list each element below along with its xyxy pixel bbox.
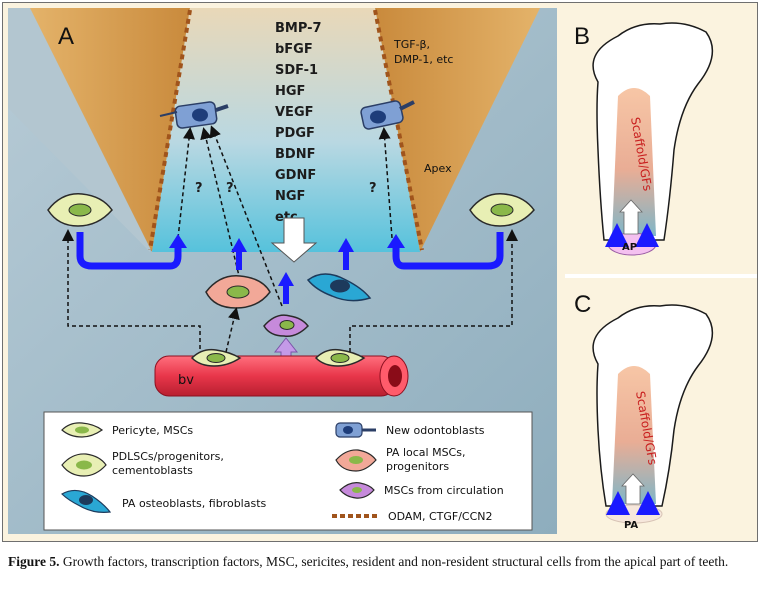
down-arrow-icon [270, 217, 318, 263]
tgf-label-line2: DMP-1, etc [394, 53, 453, 66]
panel-b: B Scaffold/GFs AP [567, 10, 755, 274]
caption-label: Figure 5. [8, 554, 60, 569]
gf-item: GDNF [275, 168, 316, 183]
legend-pericyte-icon [61, 422, 104, 438]
blue-arrowhead [169, 234, 187, 248]
legend-pdlsc-line1: PDLSCs/progenitors, [112, 450, 224, 463]
legend-osteoblast-icon [61, 489, 112, 513]
panel-a-letter: A [58, 23, 74, 50]
odam-border-right [373, 9, 424, 251]
question-mark: ? [369, 181, 377, 196]
blue-up-arrows [231, 238, 354, 304]
gf-item: BDNF [275, 147, 315, 162]
ap-label: AP [622, 242, 637, 253]
legend-pericyte-label: Pericyte, MSCs [112, 424, 193, 437]
question-mark: ? [226, 181, 234, 196]
growth-factor-list: BMP-7 bFGF SDF-1 HGF VEGF PDGF BDNF GDNF… [275, 21, 322, 225]
legend-pdlsc-line2: cementoblasts [112, 464, 193, 477]
dashed-connector-right [349, 229, 518, 352]
pericyte-cell [190, 348, 242, 367]
blue-arrow-right [392, 232, 504, 270]
scaffold-c [612, 366, 656, 504]
right-dentin-wall [375, 8, 540, 252]
legend-odam-label: ODAM, CTGF/CCN2 [388, 510, 493, 523]
legend-odontoblast-label: New odontoblasts [386, 424, 485, 437]
panel-a: A BMP-7 bFGF SDF-1 HGF VEGF PDGF BDNF GD… [8, 8, 557, 534]
odontoblast-right [360, 100, 415, 130]
caption-text: Growth factors, transcription factors, M… [59, 554, 729, 569]
pdlsc-cell-right [469, 193, 535, 227]
scaffold-b [612, 88, 656, 236]
odontoblast-left [159, 101, 229, 129]
legend-pdlsc-icon [61, 453, 107, 477]
panel-c-letter: C [574, 291, 591, 318]
legend-box [43, 411, 533, 531]
dashed-connector-left [62, 229, 201, 356]
dashed-arrow [209, 125, 283, 307]
pa-label: PA [624, 520, 638, 531]
tgf-label-line1: TGF-β, [393, 38, 430, 51]
legend-odontoblast-icon [335, 422, 376, 438]
left-dentin-wall [30, 8, 190, 252]
gf-item: VEGF [275, 105, 314, 120]
panel-b-letter: B [574, 23, 590, 50]
legend-pa-local-line2: progenitors [386, 460, 449, 473]
figure-caption: Figure 5. Growth factors, transcription … [8, 553, 754, 571]
legend-circulating-icon [339, 482, 375, 499]
pdlsc-cell-left [47, 193, 113, 227]
pericyte-cell [314, 348, 366, 367]
dashed-connector [225, 307, 240, 353]
legend-circulation-label: MSCs from circulation [384, 484, 504, 497]
panel-c: C Scaffold/GFs PA [565, 274, 757, 534]
question-mark: ? [195, 181, 203, 196]
blood-vessel: bv [154, 355, 409, 397]
apex-label: Apex [424, 162, 452, 175]
gf-item: HGF [275, 84, 305, 99]
blue-arrow-left [76, 232, 182, 270]
legend-osteoblast-label: PA osteoblasts, fibroblasts [122, 497, 267, 510]
legend: Pericyte, MSCs PDLSCs/progenitors, cemen… [43, 411, 533, 531]
dashed-arrow [200, 127, 241, 281]
gf-item: SDF-1 [275, 63, 318, 78]
pa-local-msc-cell [205, 275, 271, 309]
legend-pa-local-icon [335, 449, 377, 472]
blue-arrowhead [387, 234, 405, 248]
legend-pa-local-line1: PA local MSCs, [386, 446, 465, 459]
bv-label: bv [178, 373, 194, 388]
odam-border-left [148, 9, 192, 251]
circulating-msc-cell [263, 314, 309, 338]
gf-item: bFGF [275, 42, 313, 57]
gf-item: BMP-7 [275, 21, 322, 36]
gf-item: NGF [275, 189, 305, 204]
gf-item: PDGF [275, 126, 315, 141]
pa-osteoblast-cell [306, 273, 372, 302]
